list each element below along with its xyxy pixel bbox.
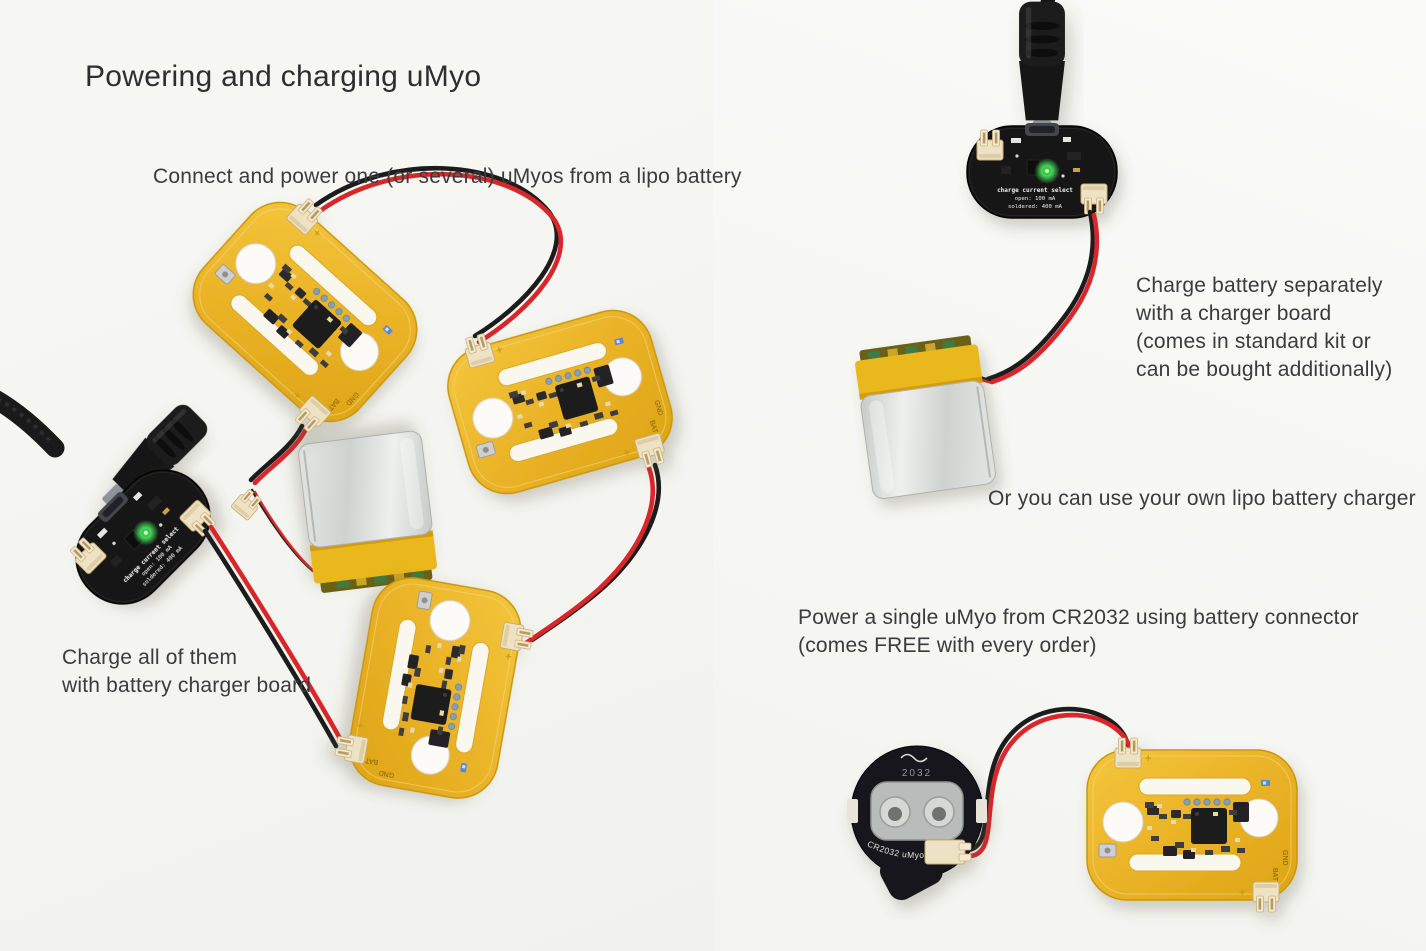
lipo-battery-right: [852, 333, 998, 501]
coin-clip-label: 2032: [902, 768, 932, 779]
umyo-board-1: [169, 177, 441, 447]
charger-board-left: [55, 449, 228, 622]
wire-coin-to-board4: [964, 706, 1134, 859]
umyo-board-3: [331, 569, 539, 806]
caption-connect-power: Connect and power one (or several) uMyos…: [153, 165, 742, 188]
side-pad: [847, 799, 858, 823]
caption-charge-all: Charge all of them with battery charger …: [62, 646, 312, 697]
wire-board2-to-board3: [523, 462, 661, 646]
caption-power-cr2032: Power a single uMyo from CR2032 using ba…: [798, 606, 1359, 657]
coin-clip: [870, 781, 964, 841]
caption-own-charger: Or you can use your own lipo battery cha…: [988, 487, 1416, 510]
side-pad: [976, 799, 987, 823]
umyo-board-2: [435, 289, 685, 514]
page-title: Powering and charging uMyo: [85, 60, 482, 93]
umyo-board-4: [1087, 738, 1297, 912]
wire-board1-to-board2: [313, 165, 564, 345]
logo-mark: [900, 753, 928, 763]
lipo-battery-left: [296, 429, 440, 595]
wire-charger-to-battery: [985, 209, 1100, 385]
coin-out-connector: [924, 839, 972, 865]
usb-cable-left: [0, 390, 65, 458]
charger-board-right: [967, 123, 1117, 218]
wire-board1-to-battery: [248, 423, 309, 486]
wire-charger-to-board3: [202, 524, 345, 749]
cr2032-holder-board: 2032 CR2032 uMyo connector: [847, 745, 987, 901]
caption-charge-separately: Charge battery separately with a charger…: [1136, 274, 1393, 381]
